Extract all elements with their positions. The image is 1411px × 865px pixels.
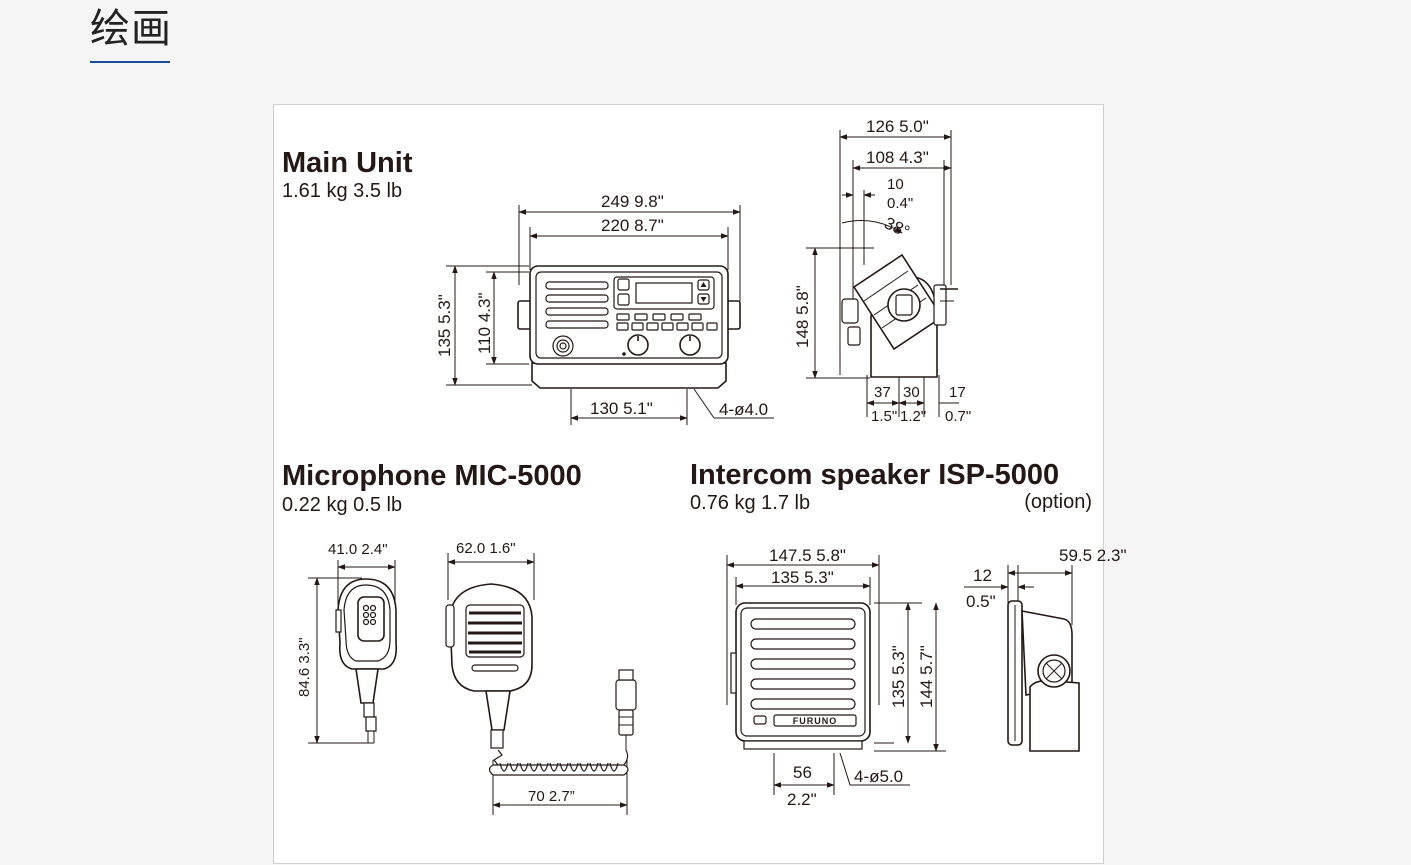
mic-cord-length: 70 2.7” bbox=[528, 788, 575, 805]
microphone-weight: 0.22 kg 0.5 lb bbox=[282, 494, 402, 516]
page-title: 绘画 bbox=[90, 6, 172, 52]
main-unit-front-view bbox=[517, 265, 741, 389]
speaker-depth: 59.5 2.3" bbox=[1059, 546, 1126, 565]
mic-side-width: 41.0 2.4" bbox=[328, 541, 388, 558]
main-side-height: 148 5.8" bbox=[793, 285, 812, 348]
speaker-mount-hole: 4-ø5.0 bbox=[854, 767, 903, 786]
speaker-base-mm: 56 bbox=[793, 763, 812, 782]
main-width-inner: 220 8.7" bbox=[601, 216, 664, 235]
main-base-width: 130 5.1" bbox=[590, 399, 653, 418]
main-height-inner: 110 4.3" bbox=[475, 293, 494, 355]
main-tilt-angle: 38° bbox=[881, 213, 912, 241]
speaker-side-dimensions: 59.5 2.3" 12 0.5" bbox=[964, 546, 1126, 625]
microphone-front-view bbox=[445, 583, 637, 776]
speaker-title: Intercom speaker ISP-5000 bbox=[690, 459, 1059, 491]
main-offset-in: 0.4" bbox=[887, 195, 913, 212]
mic-front-width: 62.0 1.6" bbox=[456, 540, 516, 557]
speaker-width-inner: 135 5.3" bbox=[771, 568, 834, 587]
speaker-offset-in: 0.5" bbox=[966, 592, 996, 611]
speaker-width-outer: 147.5 5.8" bbox=[769, 546, 846, 565]
main-base-b3-mm: 17 bbox=[949, 384, 966, 401]
speaker-front-dimensions: 147.5 5.8" 135 5.3" 135 5.3" 144 5.7" 56… bbox=[726, 546, 946, 809]
main-mount-hole: 4-ø4.0 bbox=[719, 400, 768, 419]
speaker-side-view bbox=[1007, 600, 1080, 752]
main-base-b3-in: 0.7" bbox=[945, 408, 971, 425]
drawing-canvas: Main Unit 1.61 kg 3.5 lb 249 9.8" 220 8.… bbox=[282, 117, 1126, 815]
dimension-drawing: Main Unit 1.61 kg 3.5 lb 249 9.8" 220 8.… bbox=[273, 104, 1126, 864]
microphone-dimensions: 41.0 2.4" 84.6 3.3" 62.0 1.6" 70 2.7” bbox=[296, 540, 628, 815]
speaker-brand-label: FURUNO bbox=[793, 716, 838, 726]
title-underline bbox=[90, 61, 170, 63]
main-unit-side-view bbox=[841, 253, 958, 378]
speaker-front-view: FURUNO bbox=[730, 602, 871, 750]
main-unit-front-dimensions: 249 9.8" 220 8.7" 135 5.3" 110 4.3" 130 … bbox=[435, 192, 774, 425]
microphone-title: Microphone MIC-5000 bbox=[282, 460, 582, 492]
main-base-b1-in: 1.5" bbox=[871, 408, 897, 425]
main-depth-inner: 108 4.3" bbox=[866, 148, 929, 167]
main-height-outer: 135 5.3" bbox=[435, 294, 454, 357]
main-base-b2-in: 1.2" bbox=[900, 408, 926, 425]
speaker-option-label: (option) bbox=[1024, 491, 1092, 513]
speaker-base-in: 2.2" bbox=[787, 790, 817, 809]
speaker-height-outer: 144 5.7" bbox=[917, 645, 936, 708]
main-offset-mm: 10 bbox=[887, 176, 904, 193]
microphone-side-view bbox=[335, 578, 398, 743]
speaker-weight: 0.76 kg 1.7 lb bbox=[690, 492, 810, 514]
mic-height: 84.6 3.3" bbox=[296, 637, 313, 697]
speaker-height-inner: 135 5.3" bbox=[889, 645, 908, 708]
main-unit-title: Main Unit bbox=[282, 147, 413, 179]
main-width-outer: 249 9.8" bbox=[601, 192, 664, 211]
main-depth-outer: 126 5.0" bbox=[866, 117, 929, 136]
main-base-b1-mm: 37 bbox=[874, 384, 891, 401]
main-base-b2-mm: 30 bbox=[903, 384, 920, 401]
main-unit-side-dimensions: 126 5.0" 108 4.3" 10 0.4" 38° 148 5.8" 3… bbox=[793, 117, 971, 425]
speaker-offset-mm: 12 bbox=[973, 566, 992, 585]
main-unit-weight: 1.61 kg 3.5 lb bbox=[282, 180, 402, 202]
